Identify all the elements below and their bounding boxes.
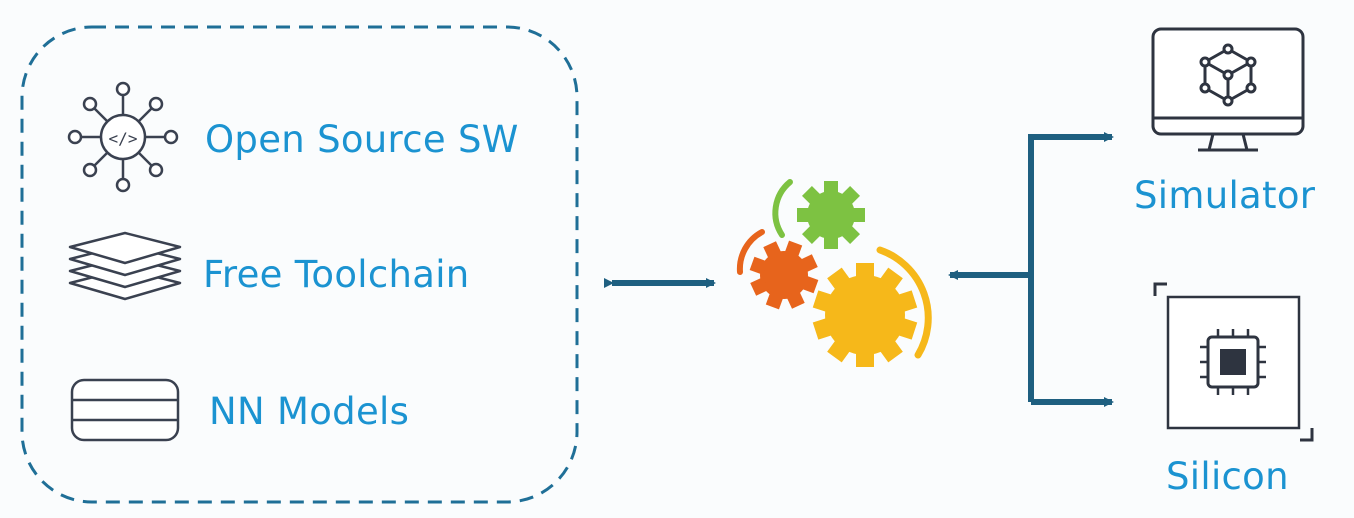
- monitor-cube-icon: [1151, 27, 1305, 152]
- label-silicon: Silicon: [1166, 455, 1289, 498]
- svg-text:</>: </>: [109, 129, 138, 148]
- dashed-group-box: [20, 25, 579, 504]
- gears-icon: [736, 179, 932, 367]
- code-network-icon: </>: [67, 81, 179, 193]
- stacked-layers-icon: [68, 231, 182, 301]
- branch-arrows: [948, 132, 1114, 407]
- database-icon: [70, 378, 180, 442]
- label-free-toolchain: Free Toolchain: [203, 253, 470, 296]
- label-nn-models: NN Models: [209, 390, 410, 433]
- label-simulator: Simulator: [1134, 174, 1316, 217]
- label-open-source-sw: Open Source SW: [205, 118, 519, 161]
- chip-icon: [1153, 282, 1314, 442]
